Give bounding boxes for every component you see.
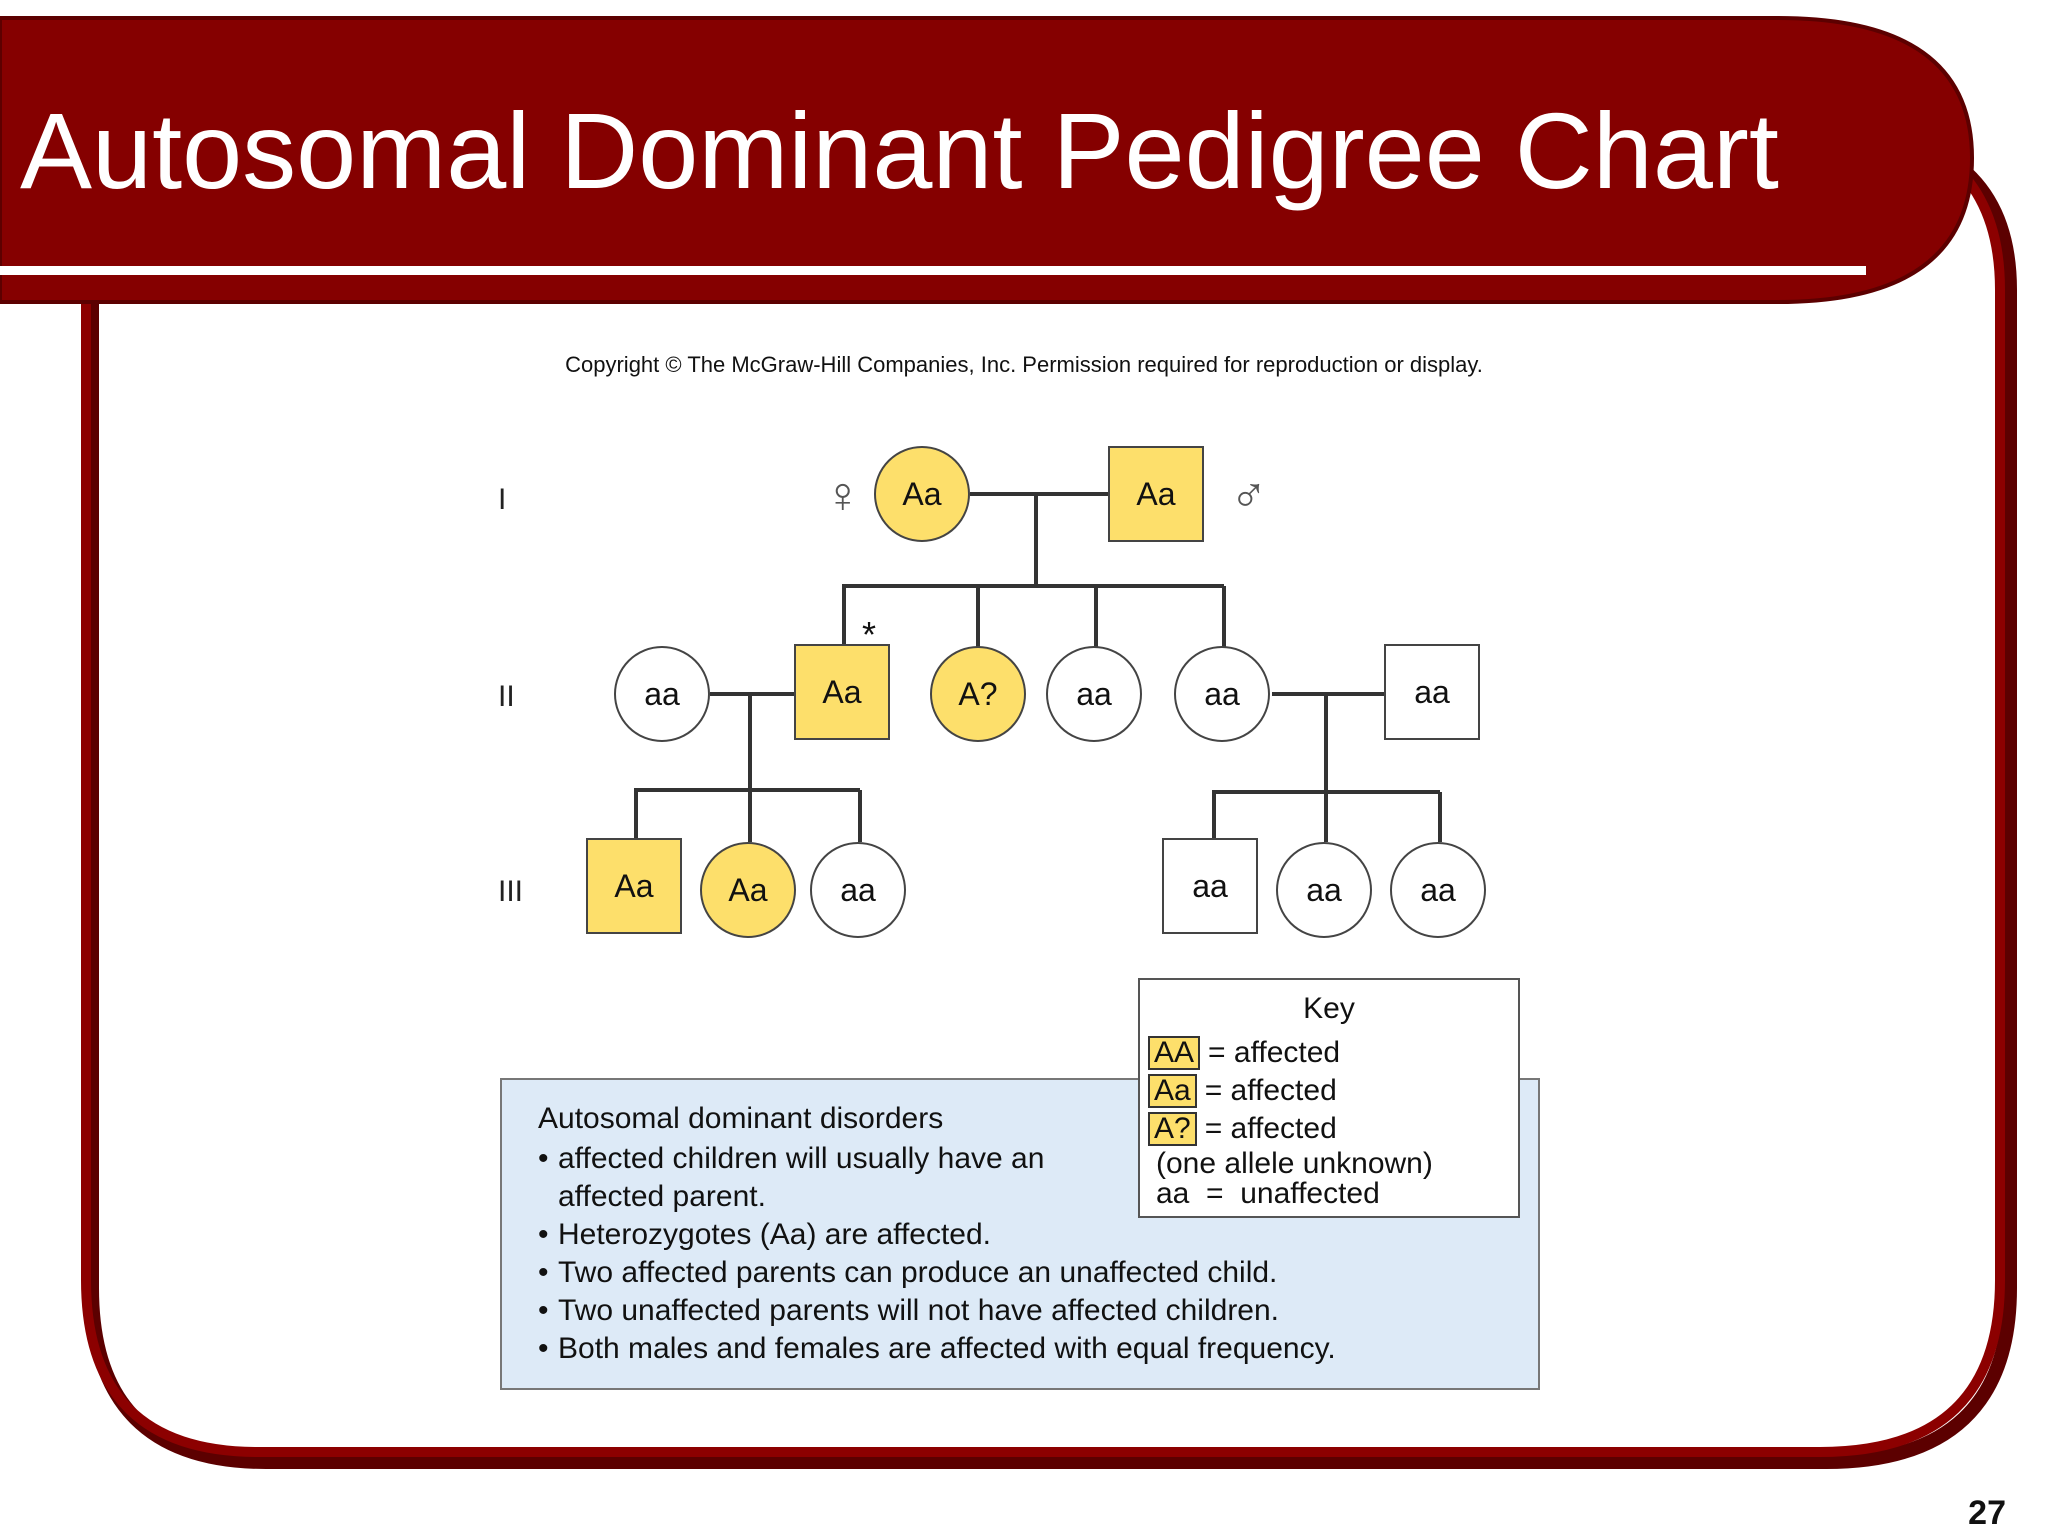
info-bullet: •Heterozygotes (Aa) are affected. — [538, 1218, 992, 1251]
pedigree-node-i-2: Aa — [1108, 446, 1204, 542]
key-note: (one allele unknown) — [1156, 1147, 1433, 1180]
key-row-text: = affected — [1204, 1074, 1337, 1107]
info-bullet-text: Two affected parents can produce an unaf… — [558, 1256, 1278, 1289]
key-row: Aa = affected — [1148, 1074, 1337, 1108]
pedigree-node-ii-6: aa — [1384, 644, 1480, 740]
pedigree-node-ii-3: A? — [930, 646, 1026, 742]
generation-label-ii: II — [498, 680, 515, 713]
key-box: Key AA = affected Aa = affected A? = aff… — [1138, 978, 1520, 1218]
pedigree-node-iii-4: aa — [1162, 838, 1258, 934]
pedigree-node-ii-2: Aa — [794, 644, 890, 740]
pedigree-node-ii-5: aa — [1174, 646, 1270, 742]
male-symbol-icon: ♂ — [1230, 467, 1268, 523]
pedigree-node-iii-2: Aa — [700, 842, 796, 938]
pedigree-node-i-1: Aa — [874, 446, 970, 542]
info-bullet-text: Two unaffected parents will not have aff… — [558, 1294, 1280, 1327]
info-box: Autosomal dominant disorders •affected c… — [500, 1078, 1540, 1390]
info-bullet-text: affected children will usually have an — [558, 1142, 1045, 1175]
pedigree-node-ii-1: aa — [614, 646, 710, 742]
key-swatch: Aa — [1148, 1074, 1197, 1108]
copyright-notice: Copyright © The McGraw-Hill Companies, I… — [565, 352, 1483, 377]
page-title: Autosomal Dominant Pedigree Chart — [20, 90, 1779, 211]
info-bullet: •Two unaffected parents will not have af… — [538, 1294, 1280, 1327]
title-banner — [0, 16, 1975, 304]
info-bullet-text: affected parent. — [558, 1180, 766, 1213]
info-bullet-text: Heterozygotes (Aa) are affected. — [558, 1218, 992, 1251]
key-title: Key — [1303, 992, 1355, 1025]
info-list: •affected children will usually have an … — [538, 1140, 1336, 1368]
content-frame — [81, 154, 2005, 1457]
key-swatch: AA — [1148, 1036, 1201, 1070]
key-row-text: = affected — [1204, 1112, 1337, 1145]
generation-label-i: I — [498, 483, 507, 516]
key-row-text: = affected — [1208, 1036, 1341, 1069]
pedigree-node-iii-5: aa — [1276, 842, 1372, 938]
info-bullet: •Two affected parents can produce an una… — [538, 1256, 1278, 1289]
key-row: A? = affected — [1148, 1112, 1337, 1146]
key-row: AA = affected — [1148, 1036, 1340, 1070]
banner-underline — [0, 266, 1866, 275]
info-bullet: •Both males and females are affected wit… — [538, 1332, 1336, 1365]
female-symbol-icon: ♀ — [824, 467, 862, 523]
pedigree-node-iii-1: Aa — [586, 838, 682, 934]
info-heading: Autosomal dominant disorders — [538, 1102, 944, 1135]
slide-number: 27 — [1968, 1494, 2006, 1532]
key-unaffected: aa = unaffected — [1156, 1177, 1380, 1210]
key-swatch: A? — [1148, 1112, 1197, 1146]
pedigree-node-iii-3: aa — [810, 842, 906, 938]
info-bullet: •affected children will usually have an — [538, 1142, 1045, 1175]
pedigree-node-iii-6: aa — [1390, 842, 1486, 938]
pedigree-node-ii-4: aa — [1046, 646, 1142, 742]
generation-label-iii: III — [498, 875, 524, 908]
info-bullet-text: Both males and females are affected with… — [558, 1332, 1336, 1365]
info-bullet-continuation: affected parent. — [538, 1178, 1336, 1216]
